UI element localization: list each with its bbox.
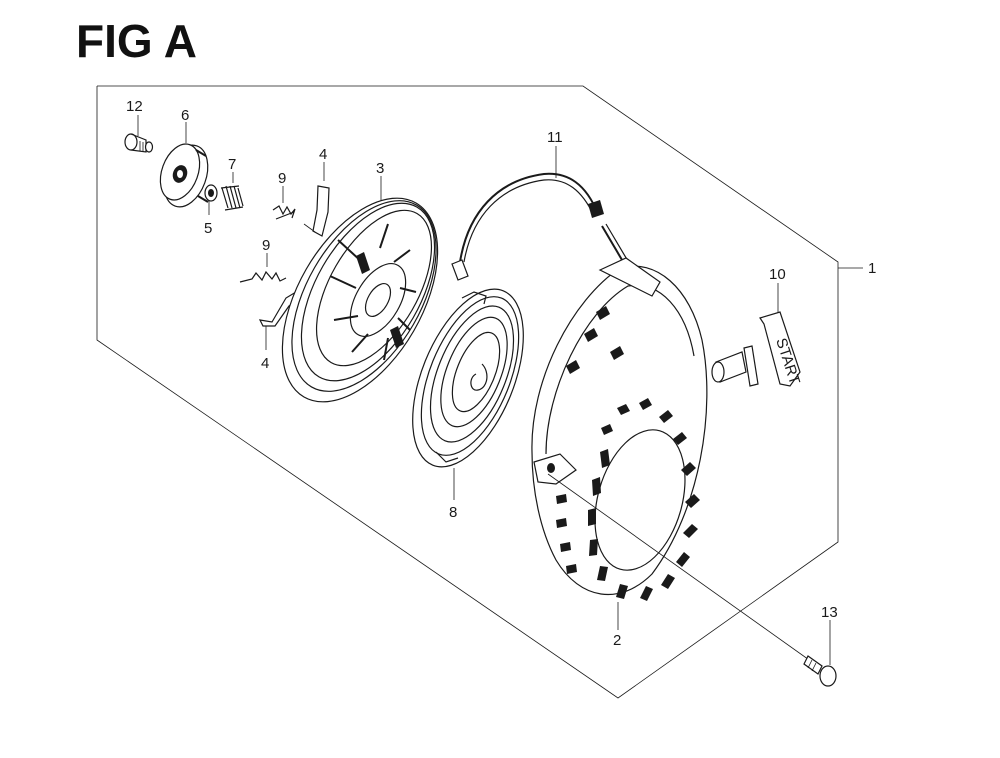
callout-9-upper: 9: [278, 170, 286, 187]
part-12-bolt: [124, 133, 154, 153]
callout-7: 7: [228, 156, 236, 173]
callout-1: 1: [868, 260, 876, 277]
part-10-handle: START: [711, 311, 803, 387]
part-6-pulley-cap: [159, 143, 209, 208]
callout-2: 2: [613, 632, 621, 649]
callout-3: 3: [376, 160, 384, 177]
part-13-bolt: [547, 473, 837, 687]
callout-6: 6: [181, 107, 189, 124]
part-4-pawl-upper: [303, 185, 330, 237]
part-5-washer: [204, 184, 218, 202]
callout-labels: 12 6 7 5 9 9 4 4 3 11 10 1 8 2 13: [126, 98, 876, 649]
part-3-reel: [281, 197, 439, 403]
callout-11: 11: [547, 129, 563, 146]
callout-8: 8: [449, 504, 457, 521]
figure-title: FIG A: [76, 15, 197, 67]
part-8-recoil-spring: [412, 288, 524, 468]
part-9-clip-upper: [272, 205, 296, 220]
callout-9-lower: 9: [262, 237, 270, 254]
callout-10: 10: [769, 266, 786, 283]
assembly-boundary: [96, 85, 839, 699]
part-9-clip-lower: [239, 270, 287, 283]
callout-13: 13: [821, 604, 838, 621]
callout-5: 5: [204, 220, 212, 237]
part-7-spring: [220, 185, 244, 211]
callout-4-upper: 4: [319, 146, 327, 163]
callout-12: 12: [126, 98, 143, 115]
callout-4-lower: 4: [261, 355, 269, 372]
part-2-starter-case: [531, 257, 708, 601]
case-vent-slots: [556, 306, 700, 601]
